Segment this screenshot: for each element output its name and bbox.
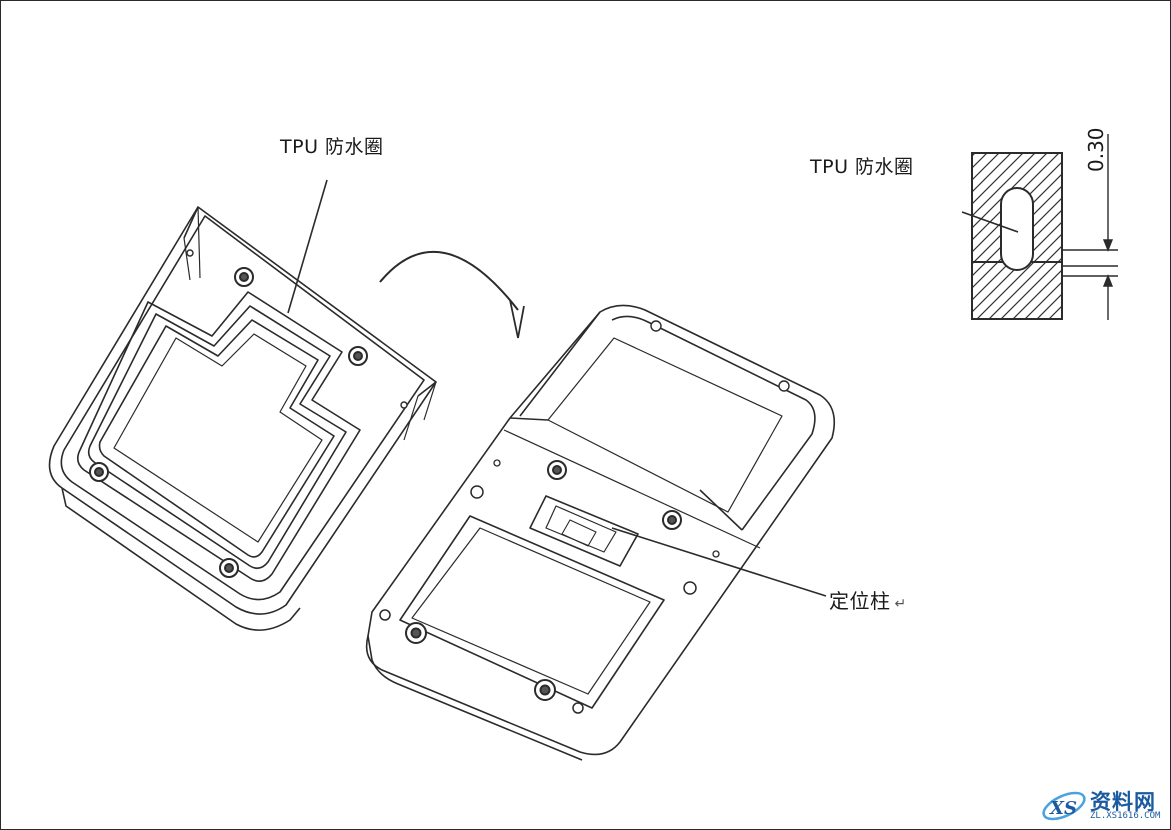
right-base-screw-holes	[379, 320, 790, 714]
leader-locating-pin	[611, 527, 827, 597]
watermark-logo-icon: XS	[1042, 791, 1086, 821]
label-tpu-gasket-left: TPU 防水圈	[280, 136, 384, 158]
dimension-value: 0.30	[1084, 127, 1108, 172]
watermark: XS 资料网 ZL.XS1616.COM	[1038, 784, 1166, 826]
leader-left-gasket	[287, 179, 328, 314]
left-cover-part	[48, 206, 437, 631]
label-tpu-gasket-section: TPU 防水圈	[810, 156, 914, 178]
label-locating-pin-text: 定位柱	[829, 589, 891, 613]
watermark-brand: 资料网	[1090, 790, 1156, 814]
return-mark: ↵	[894, 596, 907, 612]
gasket-section-detail	[961, 152, 1063, 320]
svg-text:XS: XS	[1049, 798, 1077, 819]
right-base-part	[365, 304, 836, 761]
rotation-arrow	[379, 250, 525, 339]
watermark-domain: ZL.XS1616.COM	[1090, 811, 1161, 821]
left-cover-screw-holes	[89, 249, 408, 578]
label-locating-pin: 定位柱↵	[829, 585, 907, 614]
dimension-lines	[1062, 134, 1118, 320]
